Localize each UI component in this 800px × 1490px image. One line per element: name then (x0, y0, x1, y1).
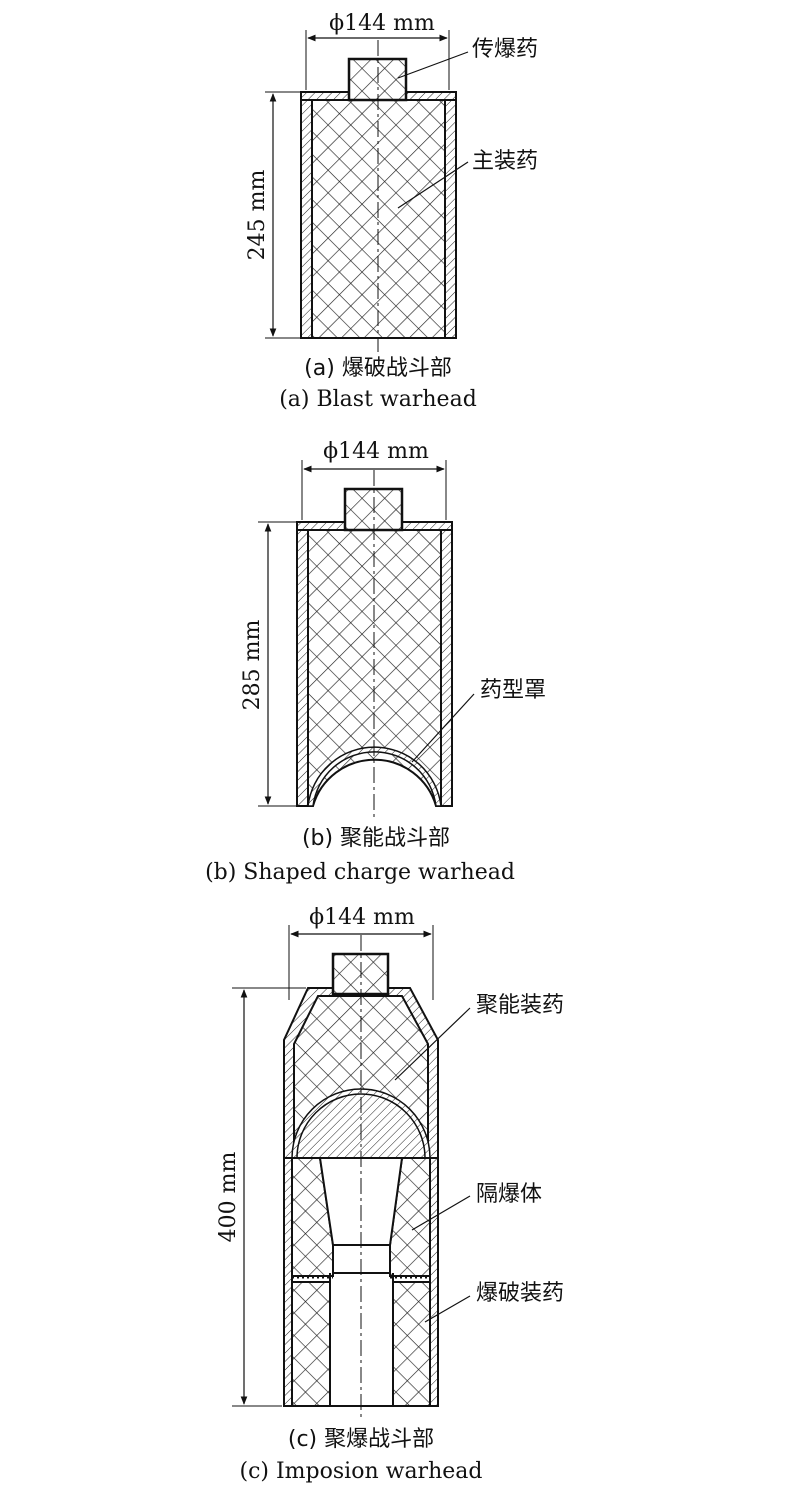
blast-charge-label: 爆破装药 (476, 1281, 564, 1306)
length-label: 285 mm (240, 620, 265, 711)
shaped-charge-label: 聚能装药 (476, 993, 564, 1018)
main-charge-label: 主装药 (472, 149, 538, 174)
booster-label: 传爆药 (472, 37, 538, 62)
panel-a-blast-warhead: ϕ144 mm 245 mm 传爆药 主装药 (a) 爆破战斗部 (a) Bla… (245, 11, 538, 412)
caption-en: (a) Blast warhead (279, 387, 477, 412)
barrier-label: 隔爆体 (476, 1182, 542, 1207)
blast-charge-right-lower (392, 1281, 431, 1407)
casing-left-wall (296, 521, 309, 807)
liner-label: 药型罩 (480, 678, 546, 703)
lower-casing-right (429, 1157, 439, 1407)
length-label: 400 mm (216, 1152, 241, 1243)
caption-en: (c) Imposion warhead (240, 1459, 483, 1484)
lower-casing-left (283, 1157, 293, 1407)
caption-zh: (b) 聚能战斗部 (302, 826, 450, 851)
diameter-label: ϕ144 mm (323, 439, 429, 464)
liner (307, 746, 442, 807)
diameter-label: ϕ144 mm (329, 11, 435, 36)
panel-c-imposion-warhead: ϕ144 mm 400 mm 聚能装药 隔爆体 爆破装药 (c) 聚爆战斗部 (… (216, 905, 564, 1484)
caption-zh: (a) 爆破战斗部 (304, 356, 452, 381)
blast-charge-left-lower (291, 1281, 331, 1407)
casing-right-wall (440, 521, 453, 807)
length-label: 245 mm (245, 170, 270, 261)
casing-right-wall (444, 91, 457, 339)
panel-b-shaped-charge-warhead: ϕ144 mm 285 mm 药型罩 (b) 聚能战斗部 (b) Shaped … (205, 439, 546, 885)
diameter-label: ϕ144 mm (309, 905, 415, 930)
caption-zh: (c) 聚爆战斗部 (288, 1427, 434, 1452)
casing-left-wall (300, 91, 313, 339)
caption-en: (b) Shaped charge warhead (205, 860, 515, 885)
